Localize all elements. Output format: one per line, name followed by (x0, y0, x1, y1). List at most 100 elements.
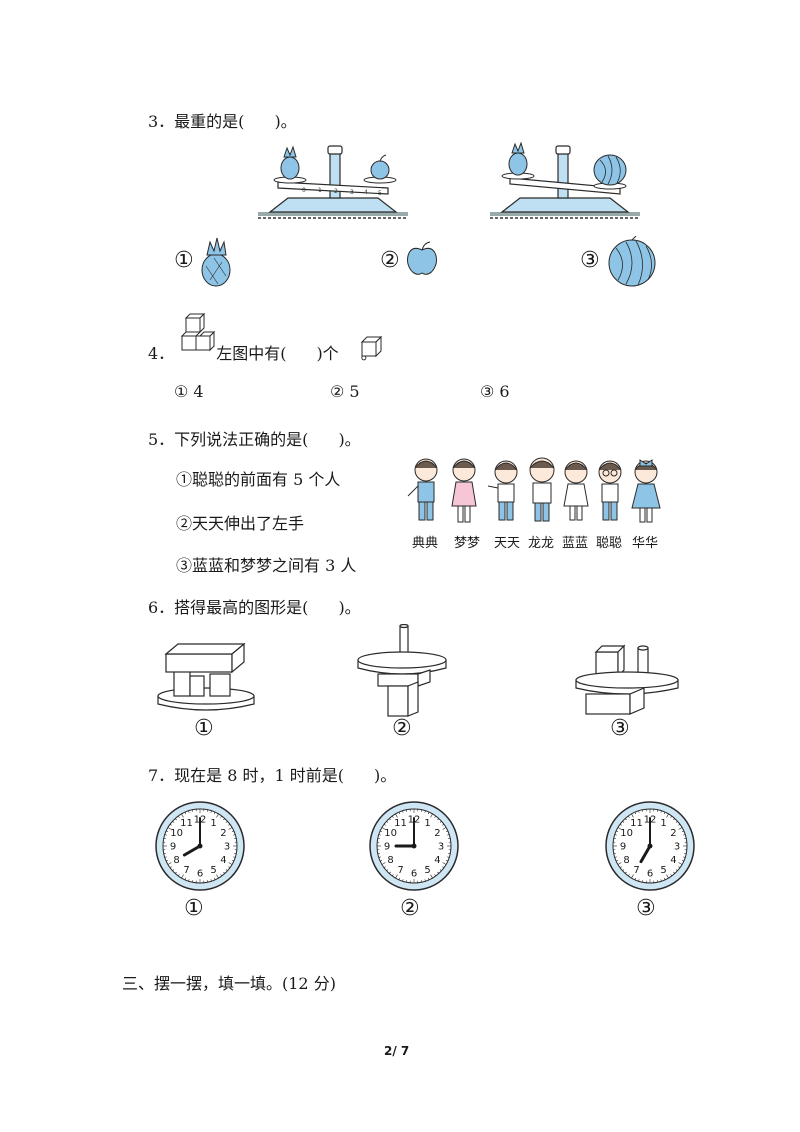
clock-tick (678, 862, 683, 865)
option-mark[interactable]: ③ (610, 716, 630, 741)
clock-tick (617, 862, 622, 865)
statement-2[interactable]: ②天天伸出了左手 (176, 514, 305, 533)
clock-number: 5 (210, 865, 216, 876)
clock-number: 9 (620, 842, 626, 853)
question-5: 5．下列说法正确的是()。 (148, 430, 361, 449)
clock-tick (638, 810, 640, 813)
clock-tick (616, 859, 619, 862)
clock-tick (228, 866, 231, 868)
cube-unit-icon (360, 336, 383, 358)
child-name: 天天 (494, 536, 521, 551)
clock-tick (178, 874, 180, 877)
clock-number: 6 (411, 869, 417, 880)
balance-scale-1: 0 1 2 3 4 5 (258, 145, 408, 219)
clock-tick (447, 856, 450, 858)
clock-tick (166, 859, 169, 862)
clock-tick (437, 818, 439, 821)
clock-tick (402, 810, 404, 813)
clock-tick (233, 834, 236, 836)
clock-number: 4 (670, 855, 676, 866)
clock-tick (678, 827, 683, 830)
clock-tick (631, 874, 634, 879)
clock-number: 9 (170, 842, 176, 853)
clock-tick (389, 871, 391, 874)
clock-tick (378, 856, 381, 858)
clock-number: 8 (387, 855, 393, 866)
clock-number: 10 (384, 828, 397, 839)
clock-tick (434, 815, 436, 818)
option-2[interactable]: ② 5 (330, 382, 360, 401)
child-name: 梦梦 (454, 536, 481, 551)
option-mark[interactable]: ② (400, 896, 420, 921)
clock-tick (228, 824, 231, 826)
clock-tick (447, 834, 450, 836)
option-mark[interactable]: ③ (636, 896, 656, 921)
clock-number: 1 (424, 818, 430, 829)
clock-number: 8 (623, 855, 629, 866)
clock-tick (638, 879, 640, 882)
child-figure (631, 459, 661, 523)
clock-tick (424, 810, 426, 813)
statement-1[interactable]: ①聪聪的前面有 5 个人 (176, 470, 341, 489)
clock-tick (439, 869, 442, 871)
clock-number: 4 (434, 855, 440, 866)
cube-stack-figure (180, 312, 216, 352)
clock-tick (625, 818, 627, 821)
clock-tick (228, 862, 233, 865)
clock-tick (172, 869, 175, 871)
clock-tick (402, 879, 404, 882)
clock-tick (424, 879, 426, 882)
clock-tick (184, 812, 187, 815)
clock-tick (616, 830, 619, 833)
clock-tick (663, 812, 666, 815)
clock-tick (625, 871, 627, 874)
clock-tick (673, 871, 675, 874)
block-tower-1 (157, 642, 255, 711)
clock-tick (175, 818, 177, 821)
clock-tick (381, 862, 386, 865)
clock-number: 1 (210, 818, 216, 829)
clock-number: 8 (173, 855, 179, 866)
statement-3[interactable]: ③蓝蓝和梦梦之间有 3 人 (176, 556, 357, 575)
block-tower-2 (357, 624, 447, 717)
clock-tick (383, 866, 386, 868)
scale-tick: 4 (364, 189, 368, 196)
clock-tick (634, 877, 637, 880)
clock-tick (220, 874, 222, 877)
watermelon-icon (593, 154, 627, 186)
clock-tick (670, 874, 672, 877)
clock-tick (631, 813, 634, 818)
balance-scale-2 (490, 142, 640, 219)
children-lineup-illustration (407, 457, 661, 523)
clock-tick (622, 821, 625, 823)
clock-tick (378, 834, 381, 836)
clock-tick (614, 856, 617, 858)
clock-tick (386, 821, 389, 823)
clock-number: 10 (620, 828, 633, 839)
child-figure (451, 458, 477, 523)
clock-number: 4 (220, 855, 226, 866)
clock-tick (675, 821, 678, 823)
clock-tick (181, 813, 184, 818)
clock-tick (442, 862, 447, 865)
clock-tick (683, 834, 686, 836)
scale-tick: 2 (334, 188, 338, 195)
option-mark[interactable]: ② (392, 716, 412, 741)
clock-tick (164, 856, 167, 858)
clock-center (197, 843, 203, 849)
scale-tick: 1 (318, 187, 322, 194)
option-1[interactable]: ① 4 (174, 382, 204, 401)
clock-tick (442, 824, 445, 826)
option-mark[interactable]: ① (194, 716, 214, 741)
scale-tick: 5 (378, 190, 382, 197)
option-mark[interactable]: ③ (580, 248, 600, 273)
clock-tick (617, 827, 622, 830)
option-mark[interactable]: ① (174, 248, 194, 273)
clock-number: 2 (434, 828, 440, 839)
option-3[interactable]: ③ 6 (480, 382, 510, 401)
option-mark[interactable]: ② (380, 248, 400, 273)
option-mark[interactable]: ① (184, 896, 204, 921)
clock-number: 2 (670, 828, 676, 839)
clock-tick (223, 818, 225, 821)
